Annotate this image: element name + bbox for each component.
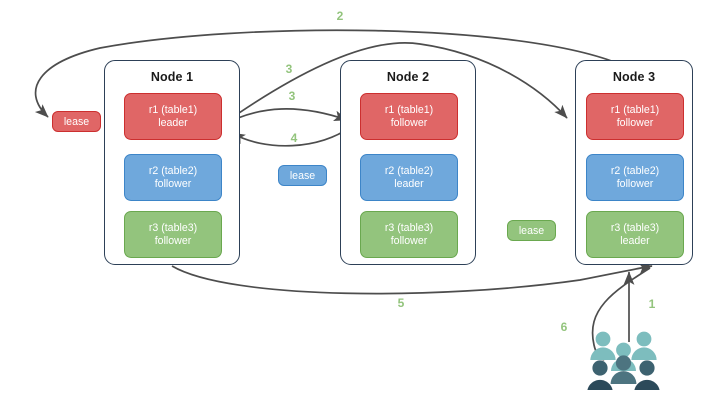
lease-badge-green[interactable]: lease (507, 220, 556, 241)
lease-label: lease (518, 224, 545, 237)
replica-line1: r3 (table3) (610, 221, 660, 234)
step-label-3b: 3 (288, 89, 296, 103)
node-1-replica-r1[interactable]: r1 (table1) leader (124, 93, 222, 140)
lease-badge-red[interactable]: lease (52, 111, 101, 132)
node-2-box[interactable]: Node 2 r1 (table1) follower r2 (table2) … (340, 60, 476, 265)
users-front-row-mid (610, 355, 637, 384)
replica-line2: leader (158, 116, 188, 129)
edge-step-3-to-node2 (222, 108, 348, 126)
users-group-icon (586, 330, 662, 392)
replica-line2: follower (616, 116, 654, 129)
replica-line2: leader (620, 234, 650, 247)
node-2-replica-r2[interactable]: r2 (table2) leader (360, 154, 458, 201)
node-1-replica-r2[interactable]: r2 (table2) follower (124, 154, 222, 201)
replica-line1: r2 (table2) (384, 164, 434, 177)
replica-line1: r2 (table2) (148, 164, 198, 177)
replica-line2: follower (154, 234, 192, 247)
step-label-1: 1 (648, 297, 656, 311)
node-3-replica-r3[interactable]: r3 (table3) leader (586, 211, 684, 258)
lease-badge-blue[interactable]: lease (278, 165, 327, 186)
node-1-box[interactable]: Node 1 r1 (table1) leader r2 (table2) fo… (104, 60, 240, 265)
replica-line2: follower (154, 177, 192, 190)
replica-line1: r3 (table3) (384, 221, 434, 234)
replica-line1: r3 (table3) (148, 221, 198, 234)
replica-line1: r1 (table1) (148, 103, 198, 116)
users-front-row-sides (592, 360, 655, 376)
step-label-6: 6 (560, 320, 568, 334)
step-label-5: 5 (397, 296, 405, 310)
step-label-3a: 3 (285, 62, 293, 76)
replica-line2: follower (390, 234, 428, 247)
step-label-2: 2 (336, 9, 344, 23)
node-3-title: Node 3 (612, 70, 656, 84)
node-2-title: Node 2 (386, 70, 430, 84)
node-1-replica-r3[interactable]: r3 (table3) follower (124, 211, 222, 258)
node-3-box[interactable]: Node 3 r1 (table1) follower r2 (table2) … (575, 60, 693, 265)
replica-line1: r2 (table2) (610, 164, 660, 177)
node-2-replica-r3[interactable]: r3 (table3) follower (360, 211, 458, 258)
lease-label: lease (63, 115, 90, 128)
replica-line2: leader (394, 177, 424, 190)
users-back-row (590, 331, 657, 371)
node-2-replica-r1[interactable]: r1 (table1) follower (360, 93, 458, 140)
replica-line2: follower (616, 177, 654, 190)
node-3-replica-r1[interactable]: r1 (table1) follower (586, 93, 684, 140)
lease-label: lease (289, 169, 316, 182)
edge-step-5 (171, 262, 653, 295)
replica-line1: r1 (table1) (610, 103, 660, 116)
node-3-replica-r2[interactable]: r2 (table2) follower (586, 154, 684, 201)
replica-line1: r1 (table1) (384, 103, 434, 116)
step-label-4: 4 (290, 131, 298, 145)
users-front-row-dark (587, 379, 660, 390)
node-1-title: Node 1 (150, 70, 194, 84)
replica-line2: follower (390, 116, 428, 129)
